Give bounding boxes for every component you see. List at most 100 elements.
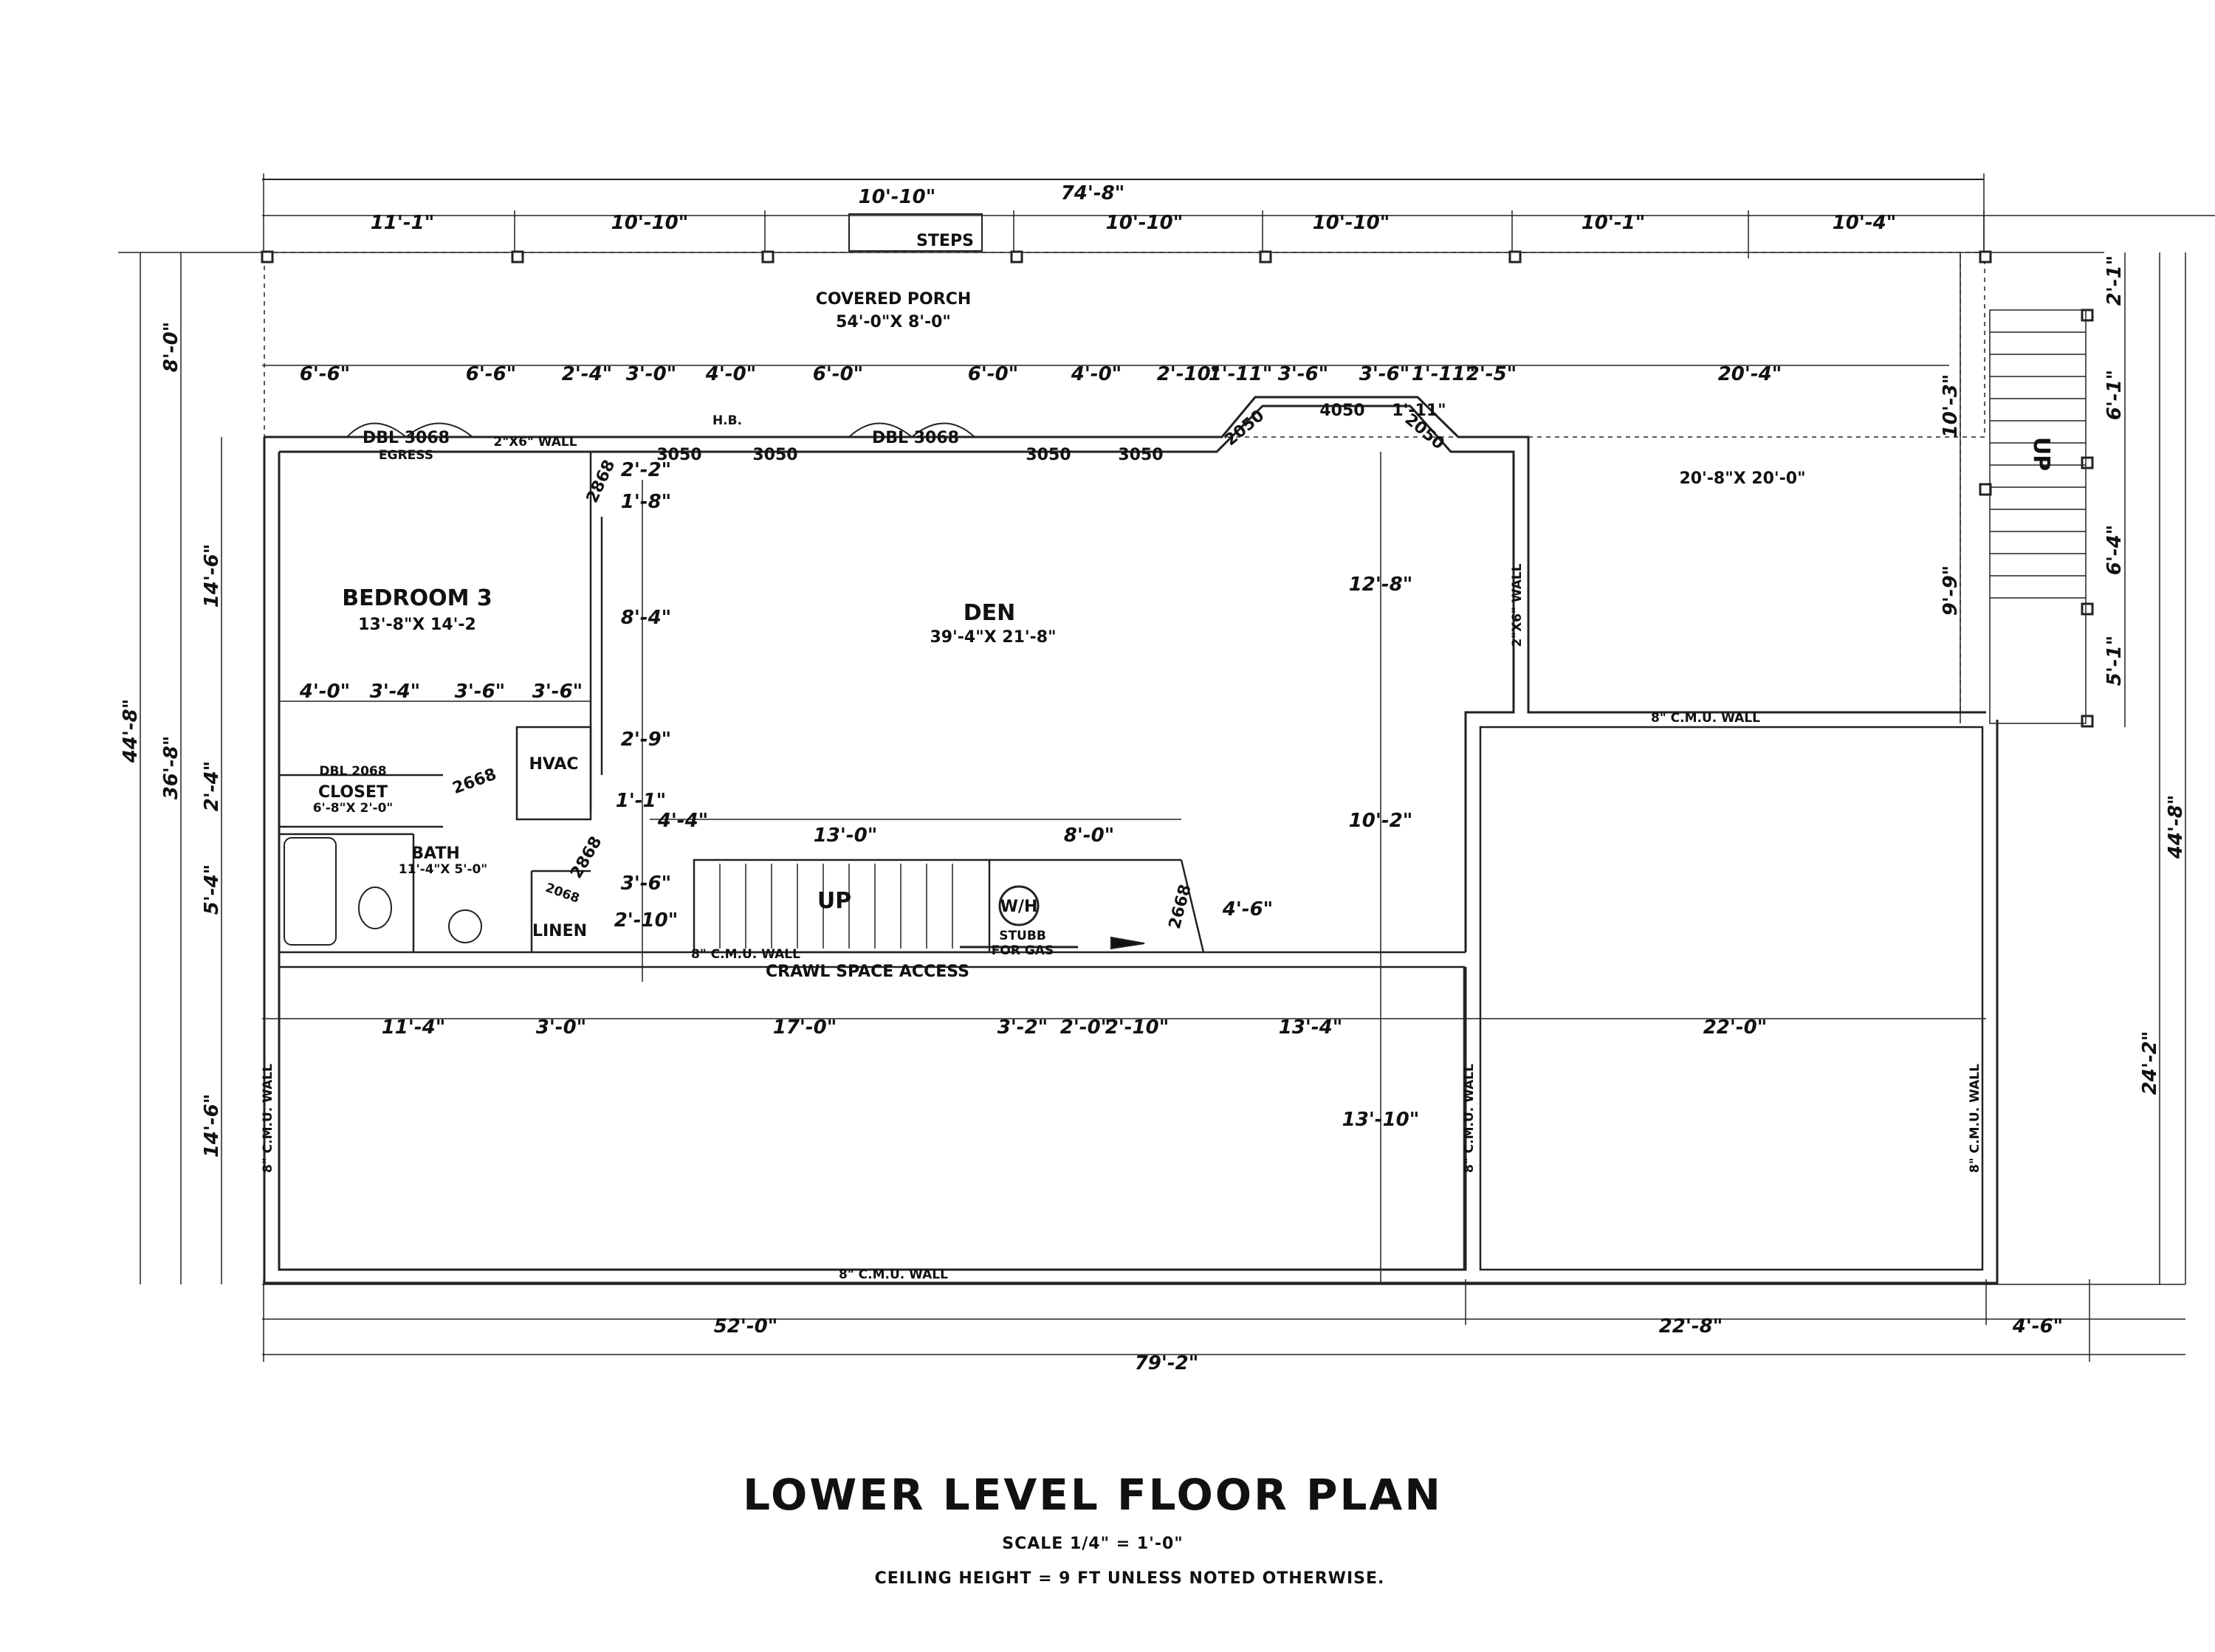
dim-left-closet: 2'-4" — [201, 761, 223, 811]
dim-top-seg-7: 10'-4" — [1833, 212, 1897, 234]
dim-top-seg-2: 10'-10" — [611, 212, 689, 234]
dim-crawl-2: 3'-0" — [536, 1016, 586, 1039]
stair-up-label: UP — [817, 888, 851, 914]
egress-door-tag: DBL 3068 — [363, 429, 450, 447]
dim-porch-7: 6'-0" — [968, 363, 1018, 385]
dim-left-crawl: 14'-6" — [201, 1094, 223, 1158]
dim-left-porch: 8'-0" — [160, 322, 182, 372]
dim-int-6: 4'-4" — [657, 810, 708, 832]
dim-bottom-seg-1: 52'-0" — [714, 1315, 778, 1338]
cmu-tag-5: 8" C.M.U. WALL — [1462, 1064, 1477, 1173]
dim-bottom-seg-2: 22'-8" — [1659, 1315, 1723, 1338]
window-tag-2: 3050 — [752, 446, 797, 464]
closet-size: 6'-8"X 2'-0" — [313, 801, 394, 816]
porch-name: COVERED PORCH — [816, 290, 972, 309]
dim-top-seg-1: 11'-1" — [371, 212, 435, 234]
porch-size: 54'-0"X 8'-0" — [836, 313, 951, 331]
window-tag-3: 3050 — [1026, 446, 1071, 464]
dim-top-overall: 74'-8" — [1061, 182, 1125, 204]
dim-int-4: 2'-9" — [621, 729, 671, 751]
door-tag-2668-b: 2668 — [1166, 883, 1195, 932]
plan-title: LOWER LEVEL FLOOR PLAN — [743, 1470, 1443, 1520]
dim-bed-1: 4'-0" — [299, 681, 350, 703]
dim-int-2: 1'-8" — [621, 491, 671, 513]
egress-label: EGRESS — [379, 448, 433, 463]
dim-deck-top: 10'-3" — [1940, 374, 1962, 438]
hose-bib-tag: H.B. — [712, 413, 742, 428]
dim-bottom-overall: 79'-2" — [1135, 1352, 1199, 1374]
dim-crawl-7: 13'-4" — [1279, 1016, 1343, 1039]
dim-crawl-4: 3'-2" — [997, 1016, 1048, 1039]
plan-scale: SCALE 1/4" = 1'-0" — [1002, 1535, 1184, 1553]
dim-porch-14: 2'-5" — [1466, 363, 1517, 385]
dim-top-seg-5: 10'-10" — [1313, 212, 1390, 234]
cmu-tag-6: 8" C.M.U. WALL — [1968, 1064, 1982, 1173]
den-name: DEN — [964, 600, 1016, 626]
wall-2x6-tag-2: 2"X6" WALL — [1510, 563, 1525, 647]
dim-porch-11: 3'-6" — [1278, 363, 1328, 385]
steps-label: STEPS — [916, 232, 974, 250]
dim-right-seg-3: 6'-4" — [2104, 525, 2126, 575]
deck-size: 20'-8"X 20'-0" — [1679, 469, 1805, 488]
dim-right-outer: 44'-8" — [2165, 795, 2187, 860]
dim-bed-4: 3'-6" — [532, 681, 583, 703]
door-tag-2868-b: 2868 — [567, 833, 605, 882]
dim-right-lower: 24'-2" — [2139, 1031, 2161, 1095]
closet-name: CLOSET — [318, 783, 388, 802]
dim-top-seg-4: 10'-10" — [1106, 212, 1184, 234]
dim-crawl-height: 13'-10" — [1342, 1109, 1420, 1131]
dim-right-seg-1: 2'-1" — [2104, 255, 2126, 306]
dim-deck-bottom: 9'-9" — [1940, 565, 1962, 616]
dim-crawl-5: 2'-0" — [1060, 1016, 1110, 1039]
window-tag-4: 3050 — [1118, 446, 1163, 464]
bedroom-name: BEDROOM 3 — [342, 585, 492, 611]
dim-bottom-seg-3: 4'-6" — [2012, 1315, 2063, 1338]
dim-int-5: 1'-1" — [616, 790, 666, 812]
dim-int-11: 4'-6" — [1222, 898, 1273, 920]
dim-left-mid: 36'-8" — [160, 736, 182, 800]
cmu-tag-4: 8" C.M.U. WALL — [261, 1064, 275, 1173]
crawl-space-label: CRAWL SPACE ACCESS — [766, 963, 969, 981]
dim-left-outer: 44'-8" — [120, 699, 142, 764]
dim-left-bed: 14'-6" — [201, 544, 223, 608]
dim-right-seg-4: 5'-1" — [2104, 636, 2126, 686]
dim-int-10: 8'-0" — [1064, 825, 1114, 847]
dim-porch-13: 1'-11" — [1412, 363, 1476, 385]
window-tag-1: 3050 — [656, 446, 701, 464]
dim-top-seg-6: 10'-1" — [1582, 212, 1646, 234]
bedroom-size: 13'-8"X 14'-2 — [358, 616, 476, 634]
dim-int-3: 8'-4" — [621, 607, 671, 629]
deck-stair-up-label: UP — [2028, 437, 2054, 471]
dim-porch-2: 6'-6" — [466, 363, 516, 385]
for-gas-label: FOR GAS — [992, 943, 1054, 958]
dim-porch-8: 4'-0" — [1071, 363, 1122, 385]
dim-right-seg-2: 6'-1" — [2104, 370, 2126, 420]
dim-crawl-1: 11'-4" — [382, 1016, 446, 1039]
linen-label: LINEN — [532, 922, 587, 940]
hvac-label: HVAC — [529, 755, 578, 774]
plan-note: CEILING HEIGHT = 9 FT UNLESS NOTED OTHER… — [875, 1569, 1385, 1588]
dim-int-8: 2'-10" — [614, 909, 679, 932]
door-tag-2068: 2068 — [543, 881, 581, 906]
door-tag-2868-a: 2868 — [583, 457, 619, 506]
door-tag-2668-a: 2668 — [450, 765, 499, 798]
dim-porch-10: 1'-11" — [1209, 363, 1273, 385]
dim-int-9: 13'-0" — [814, 825, 878, 847]
dim-bed-3: 3'-6" — [455, 681, 505, 703]
dim-den-height-b: 10'-2" — [1349, 810, 1413, 832]
dim-porch-1: 6'-6" — [300, 363, 350, 385]
cmu-tag-3: 8" C.M.U. WALL — [839, 1267, 948, 1282]
bath-name: BATH — [411, 844, 460, 863]
dim-crawl-3: 17'-0" — [773, 1016, 837, 1039]
dim-porch-6: 6'-0" — [813, 363, 863, 385]
window-tag-4050: 4050 — [1319, 402, 1364, 420]
dim-crawl-8: 22'-0" — [1703, 1016, 1768, 1039]
dim-porch-4: 3'-0" — [626, 363, 676, 385]
cmu-tag-2: 8" C.M.U. WALL — [1651, 711, 1760, 726]
dim-bed-2: 3'-4" — [370, 681, 420, 703]
water-heater-label: W/H — [1000, 898, 1038, 916]
bath-size: 11'-4"X 5'-0" — [399, 862, 487, 877]
dim-porch-5: 4'-0" — [705, 363, 756, 385]
dim-crawl-6: 2'-10" — [1105, 1016, 1170, 1039]
